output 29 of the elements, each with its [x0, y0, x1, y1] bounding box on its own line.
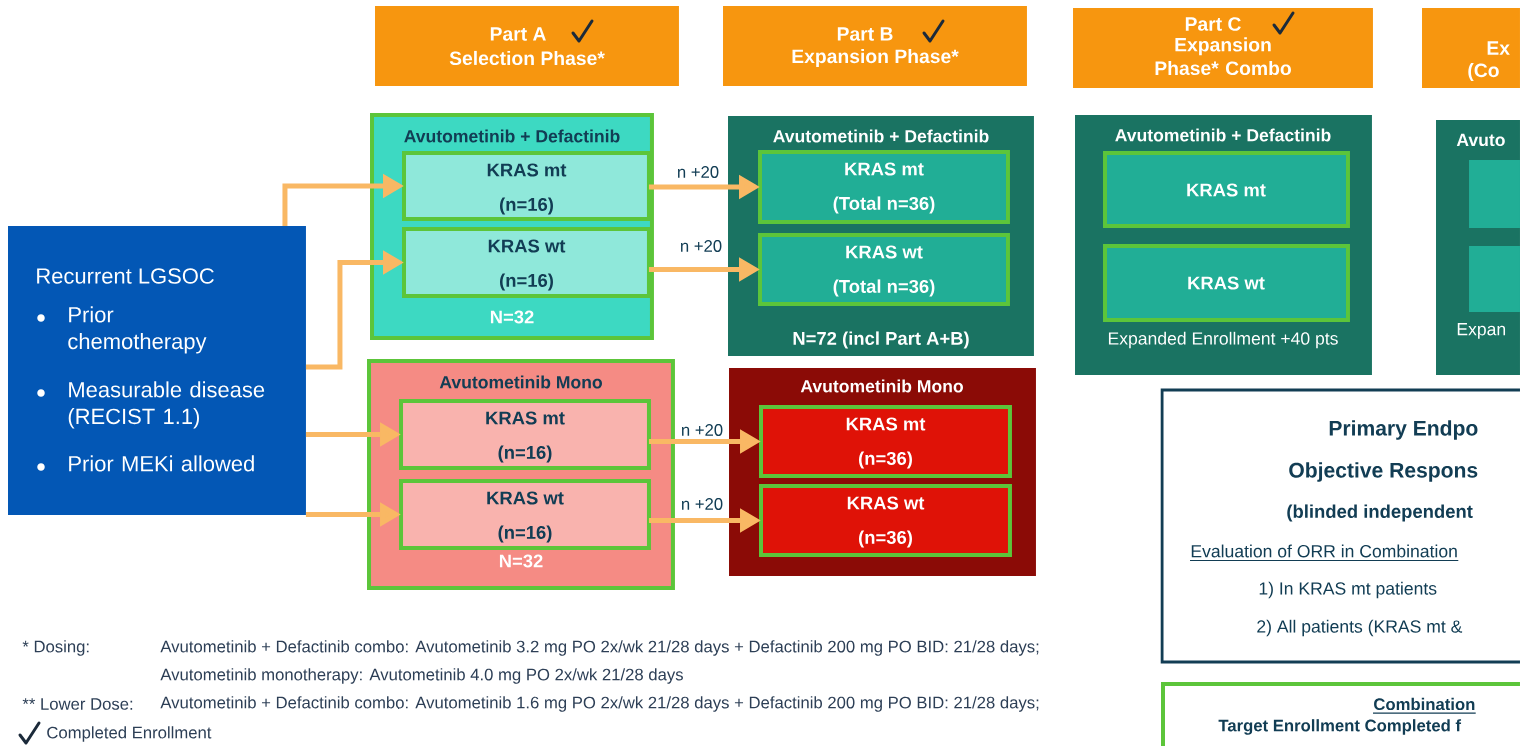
cohort-box: KRAS wt (n=36) [759, 484, 1012, 557]
edge-label: n +20 [679, 496, 725, 512]
phase-header: Ex (Co [1422, 8, 1520, 88]
phase-header: Part A Selection Phase* [375, 6, 679, 86]
endpoint-box: Primary Endpo Objective Respons (blinded independent Evaluation of ORR in Combination 1) In KRAS mt patients 2) All patients (KRAS mt & [1160, 388, 1520, 664]
criteria-box: Recurrent LGSOC Prior chemotherapy Measurable disease (RECIST 1.1) Prior MEKi allowed [8, 226, 306, 515]
phase-header: Part B Expansion Phase* [723, 6, 1027, 86]
cohort-box: KRAS mt (n=16) [402, 151, 651, 221]
edge-label: n +20 [679, 422, 725, 438]
cohort-box: KRAS wt (Total n=36) [758, 233, 1010, 306]
status-box: Combination Target Enrollment Completed f [1161, 682, 1520, 746]
cohort-box: KRAS mt (n=36) [759, 405, 1012, 478]
cohort-box [1469, 246, 1520, 312]
legend-text: Completed Enrollment [47, 726, 212, 742]
footnote-text: * Dosing: [22, 640, 89, 656]
edge-label: n +20 [678, 238, 724, 254]
footnote-text: Avutometinib + Defactinib combo: Avutometinib 3.2 mg PO 2x/wk 21/28 days + Defactinib 200 mg PO BID: 21/28 days; [160, 640, 1039, 656]
edge-label: n +20 [675, 164, 721, 180]
cohort-box: KRAS mt (Total n=36) [758, 150, 1010, 224]
cohort-box: KRAS wt (n=16) [402, 227, 651, 298]
footnote-text: Avutometinib + Defactinib combo: Avutometinib 1.6 mg PO 2x/wk 21/28 days + Defactinib 200 mg PO BID: 21/28 days; [160, 696, 1039, 712]
cohort-box: KRAS wt (n=16) [399, 479, 651, 550]
cohort-box: KRAS mt [1103, 151, 1350, 228]
cohort-box [1469, 160, 1520, 228]
cohort-box: KRAS mt (n=16) [399, 399, 651, 470]
footnote-text: Avutometinib monotherapy: Avutometinib 4.0 mg PO 2x/wk 21/28 days [160, 668, 683, 684]
cohort-box: KRAS wt [1103, 244, 1350, 322]
phase-header: Part C Expansion Phase* Combo [1073, 8, 1373, 88]
footnote-text: ** Lower Dose: [22, 698, 133, 710]
